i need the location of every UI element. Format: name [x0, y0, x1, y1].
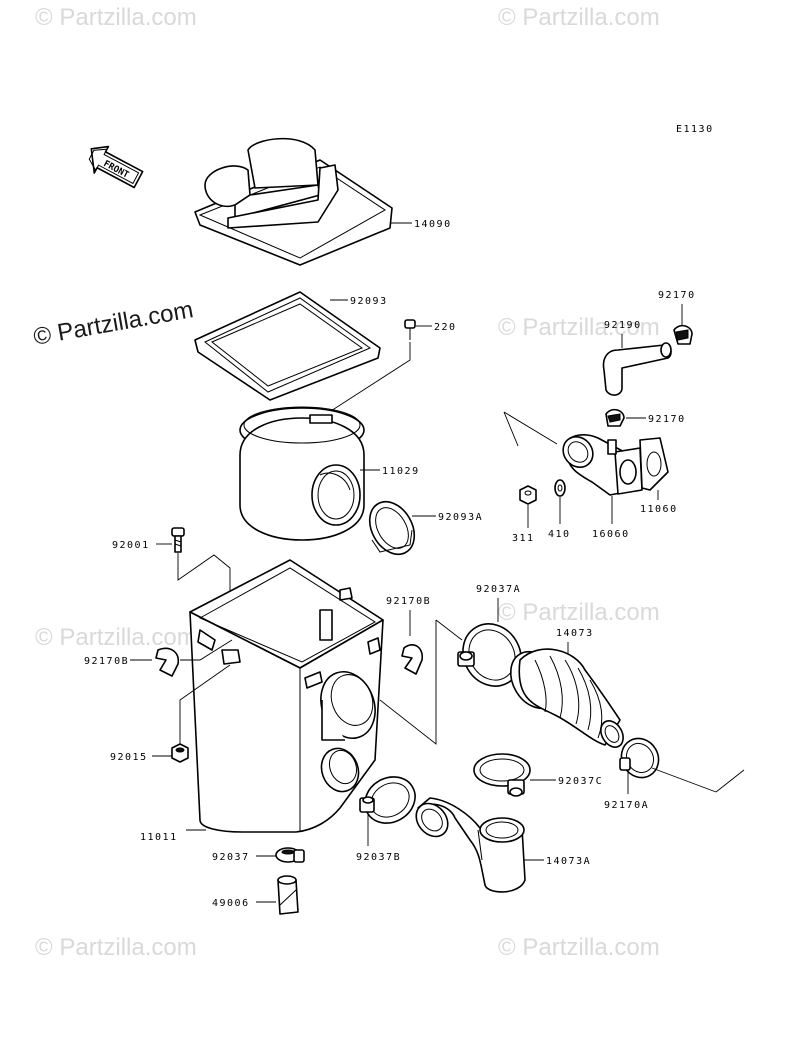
- leader-line: [435, 619, 463, 641]
- watermark: © Partzilla.com: [498, 314, 660, 341]
- label-92170B-left: 92170B: [84, 656, 129, 667]
- label-11011: 11011: [140, 832, 178, 843]
- front-arrow-icon: FRONT: [88, 145, 144, 189]
- part-92037C-clamp: [473, 753, 531, 797]
- label-11029: 11029: [382, 466, 420, 477]
- part-14090-cover: [194, 137, 393, 266]
- label-92170-top: 92170: [658, 290, 696, 301]
- part-92015-nut: [171, 743, 189, 763]
- part-220-screw: [404, 319, 416, 340]
- label-92093: 92093: [350, 296, 388, 307]
- part-92037-clamp: [275, 847, 305, 863]
- watermark: © Partzilla.com: [35, 624, 197, 651]
- leader-line: [503, 411, 519, 447]
- label-311: 311: [512, 533, 535, 544]
- part-410-washer: [554, 479, 566, 497]
- leader-line: [179, 664, 231, 744]
- label-92170-mid: 92170: [648, 414, 686, 425]
- leader-line: [651, 767, 717, 793]
- part-92037A-clamp: [457, 623, 522, 687]
- part-92093A-ring: [368, 500, 416, 556]
- watermark-main: © Partzilla.com: [31, 296, 195, 351]
- part-11011-housing: [189, 559, 384, 833]
- part-92037B-clamp: [359, 776, 416, 824]
- part-92170B-clip-left: [155, 647, 180, 677]
- watermark: © Partzilla.com: [498, 599, 660, 626]
- leader-line: [319, 342, 411, 419]
- label-92037C: 92037C: [558, 776, 603, 787]
- part-14073-boot: [509, 648, 624, 748]
- part-92170-clamp-top: [673, 324, 693, 345]
- label-49006: 49006: [212, 898, 250, 909]
- part-311-nut: [519, 485, 537, 505]
- leader-line: [379, 620, 437, 745]
- part-11029-filter-element: [239, 406, 365, 541]
- label-14073: 14073: [556, 628, 594, 639]
- label-14090: 14090: [414, 219, 452, 230]
- label-410: 410: [548, 529, 571, 540]
- leader-line: [180, 639, 233, 661]
- label-14073A: 14073A: [546, 856, 591, 867]
- part-14073A-elbow: [415, 797, 526, 893]
- label-92093A: 92093A: [438, 512, 483, 523]
- label-220: 220: [434, 322, 457, 333]
- label-92190: 92190: [604, 320, 642, 331]
- watermark: © Partzilla.com: [35, 934, 197, 961]
- part-11060-gasket: [639, 437, 669, 491]
- part-92093-gasket: [194, 291, 381, 401]
- label-92001: 92001: [112, 540, 150, 551]
- part-49006-sleeve: [277, 875, 299, 915]
- label-92037: 92037: [212, 852, 250, 863]
- part-92170A-clamp: [619, 737, 660, 779]
- label-11060: 11060: [640, 504, 678, 515]
- watermark: © Partzilla.com: [498, 4, 660, 31]
- label-92037A: 92037A: [476, 584, 521, 595]
- diagram-code: E1130: [676, 124, 714, 135]
- part-92170-clamp-mid: [605, 408, 625, 427]
- watermark: © Partzilla.com: [498, 934, 660, 961]
- label-92170A: 92170A: [604, 800, 649, 811]
- label-92037B: 92037B: [356, 852, 401, 863]
- part-92190-hose: [602, 342, 672, 396]
- leader-line: [503, 411, 558, 445]
- watermark: © Partzilla.com: [35, 4, 197, 31]
- label-92015: 92015: [110, 752, 148, 763]
- part-92170B-clip-right: [401, 644, 424, 675]
- part-16060-duct: [562, 434, 643, 496]
- label-16060: 16060: [592, 529, 630, 540]
- label-92170B-right: 92170B: [386, 596, 431, 607]
- part-92001-bolt: [171, 527, 185, 553]
- leader-line: [715, 769, 745, 793]
